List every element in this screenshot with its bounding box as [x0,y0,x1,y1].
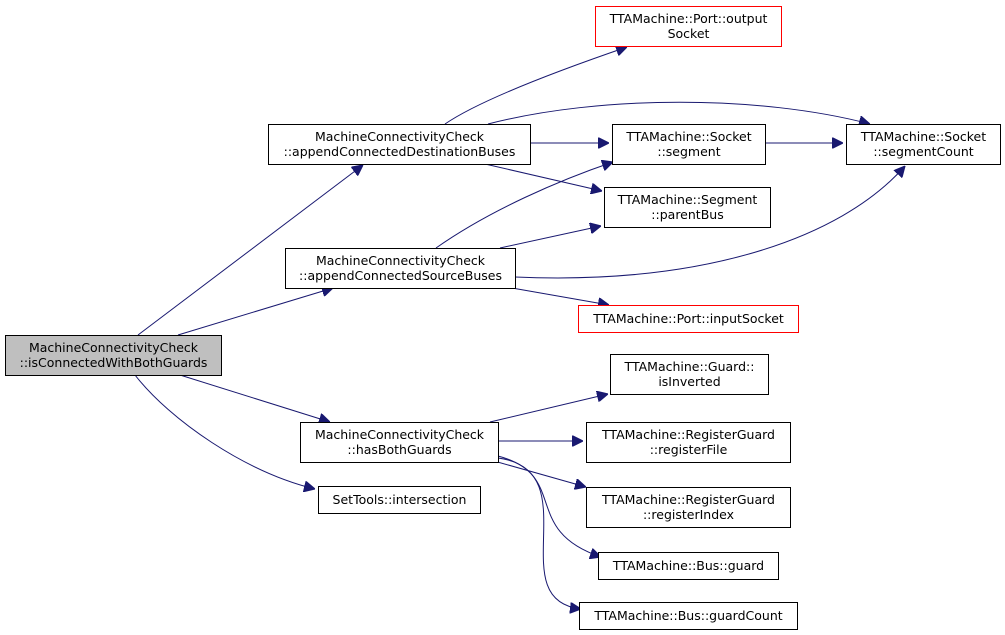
node-box[interactable] [318,486,481,514]
node-label-line: TTAMachine::RegisterGuard [601,427,775,442]
node-label-line: ::segmentCount [873,144,973,159]
node-box[interactable] [578,305,799,333]
node-label-line: TTAMachine::Bus::guardCount [593,608,782,623]
node-label-line: MachineConnectivityCheck [315,427,485,442]
node-segc[interactable]: TTAMachine::Socket::segmentCount [846,124,1001,165]
node-inter[interactable]: SetTools::intersection [318,486,481,514]
node-box[interactable] [598,552,779,580]
node-root[interactable]: MachineConnectivityCheck::isConnectedWit… [5,335,222,376]
node-label-line: MachineConnectivityCheck [29,340,199,355]
node-rf[interactable]: TTAMachine::RegisterGuard::registerFile [586,422,791,463]
node-inv[interactable]: TTAMachine::Guard::isInverted [610,354,769,395]
node-label-line: ::isConnectedWithBothGuards [20,355,208,370]
edge-root-to-src [177,288,333,336]
node-label-line: TTAMachine::Socket [625,129,751,144]
node-label-line: MachineConnectivityCheck [315,129,485,144]
edge-src-to-pbus [499,226,601,249]
node-box[interactable] [586,487,791,528]
node-dest[interactable]: MachineConnectivityCheck::appendConnecte… [268,124,531,165]
node-label-line: TTAMachine::Guard:: [624,359,755,374]
edge-hbg-to-ri [493,460,586,487]
edge-root-to-inter [134,374,315,489]
node-seg[interactable]: TTAMachine::Socket::segment [612,124,766,165]
node-label-line: TTAMachine::Segment [617,192,758,207]
node-box[interactable] [846,124,1001,165]
node-box[interactable] [595,6,782,47]
node-label-line: TTAMachine::RegisterGuard [601,492,775,507]
node-label-line: MachineConnectivityCheck [316,253,486,268]
node-label-line: ::registerFile [650,442,728,457]
node-src[interactable]: MachineConnectivityCheck::appendConnecte… [285,248,516,289]
edge-src-to-segc [514,166,905,279]
node-label-line: ::hasBothGuards [347,442,451,457]
node-hbg[interactable]: MachineConnectivityCheck::hasBothGuards [300,422,499,463]
node-label-line: TTAMachine::Bus::guard [612,558,764,573]
node-box[interactable] [268,124,531,165]
node-box[interactable] [300,422,499,463]
edge-src-to-seg [435,162,613,249]
node-label-line: ::segment [657,144,720,159]
edge-hbg-to-guard [497,455,601,557]
node-box[interactable] [610,354,769,395]
edge-root-to-dest [137,165,363,336]
node-pbus[interactable]: TTAMachine::Segment::parentBus [604,187,771,228]
edge-root-to-hbg [179,374,330,422]
node-ri[interactable]: TTAMachine::RegisterGuard::registerIndex [586,487,791,528]
node-in[interactable]: TTAMachine::Port::inputSocket [578,305,799,333]
node-label-line: ::parentBus [651,207,723,222]
node-label-line: SetTools::intersection [333,492,467,507]
node-box[interactable] [604,187,771,228]
node-label-line: Socket [668,26,710,41]
edge-dest-to-out [444,47,627,125]
node-label-line: isInverted [658,374,720,389]
edge-hbg-to-gc [497,457,581,609]
node-guard[interactable]: TTAMachine::Bus::guard [598,552,779,580]
node-box[interactable] [612,124,766,165]
node-box[interactable] [5,335,222,376]
node-label-line: TTAMachine::Socket [860,129,986,144]
node-box[interactable] [586,422,791,463]
edge-src-to-in [511,287,609,305]
nodes-layer: MachineConnectivityCheck::isConnectedWit… [5,6,1001,630]
node-gc[interactable]: TTAMachine::Bus::guardCount [579,602,798,630]
node-box[interactable] [285,248,516,289]
node-label-line: TTAMachine::Port::inputSocket [592,311,784,326]
node-label-line: ::registerIndex [643,507,734,522]
node-label-line: ::appendConnectedSourceBuses [299,268,502,283]
edge-dest-to-segc [487,101,870,124]
node-box[interactable] [579,602,798,630]
node-label-line: TTAMachine::Port::output [609,11,768,26]
edges-layer [134,47,905,609]
edge-dest-to-pbus [484,163,602,191]
node-label-line: ::appendConnectedDestinationBuses [284,144,516,159]
edge-hbg-to-inv [489,394,608,423]
